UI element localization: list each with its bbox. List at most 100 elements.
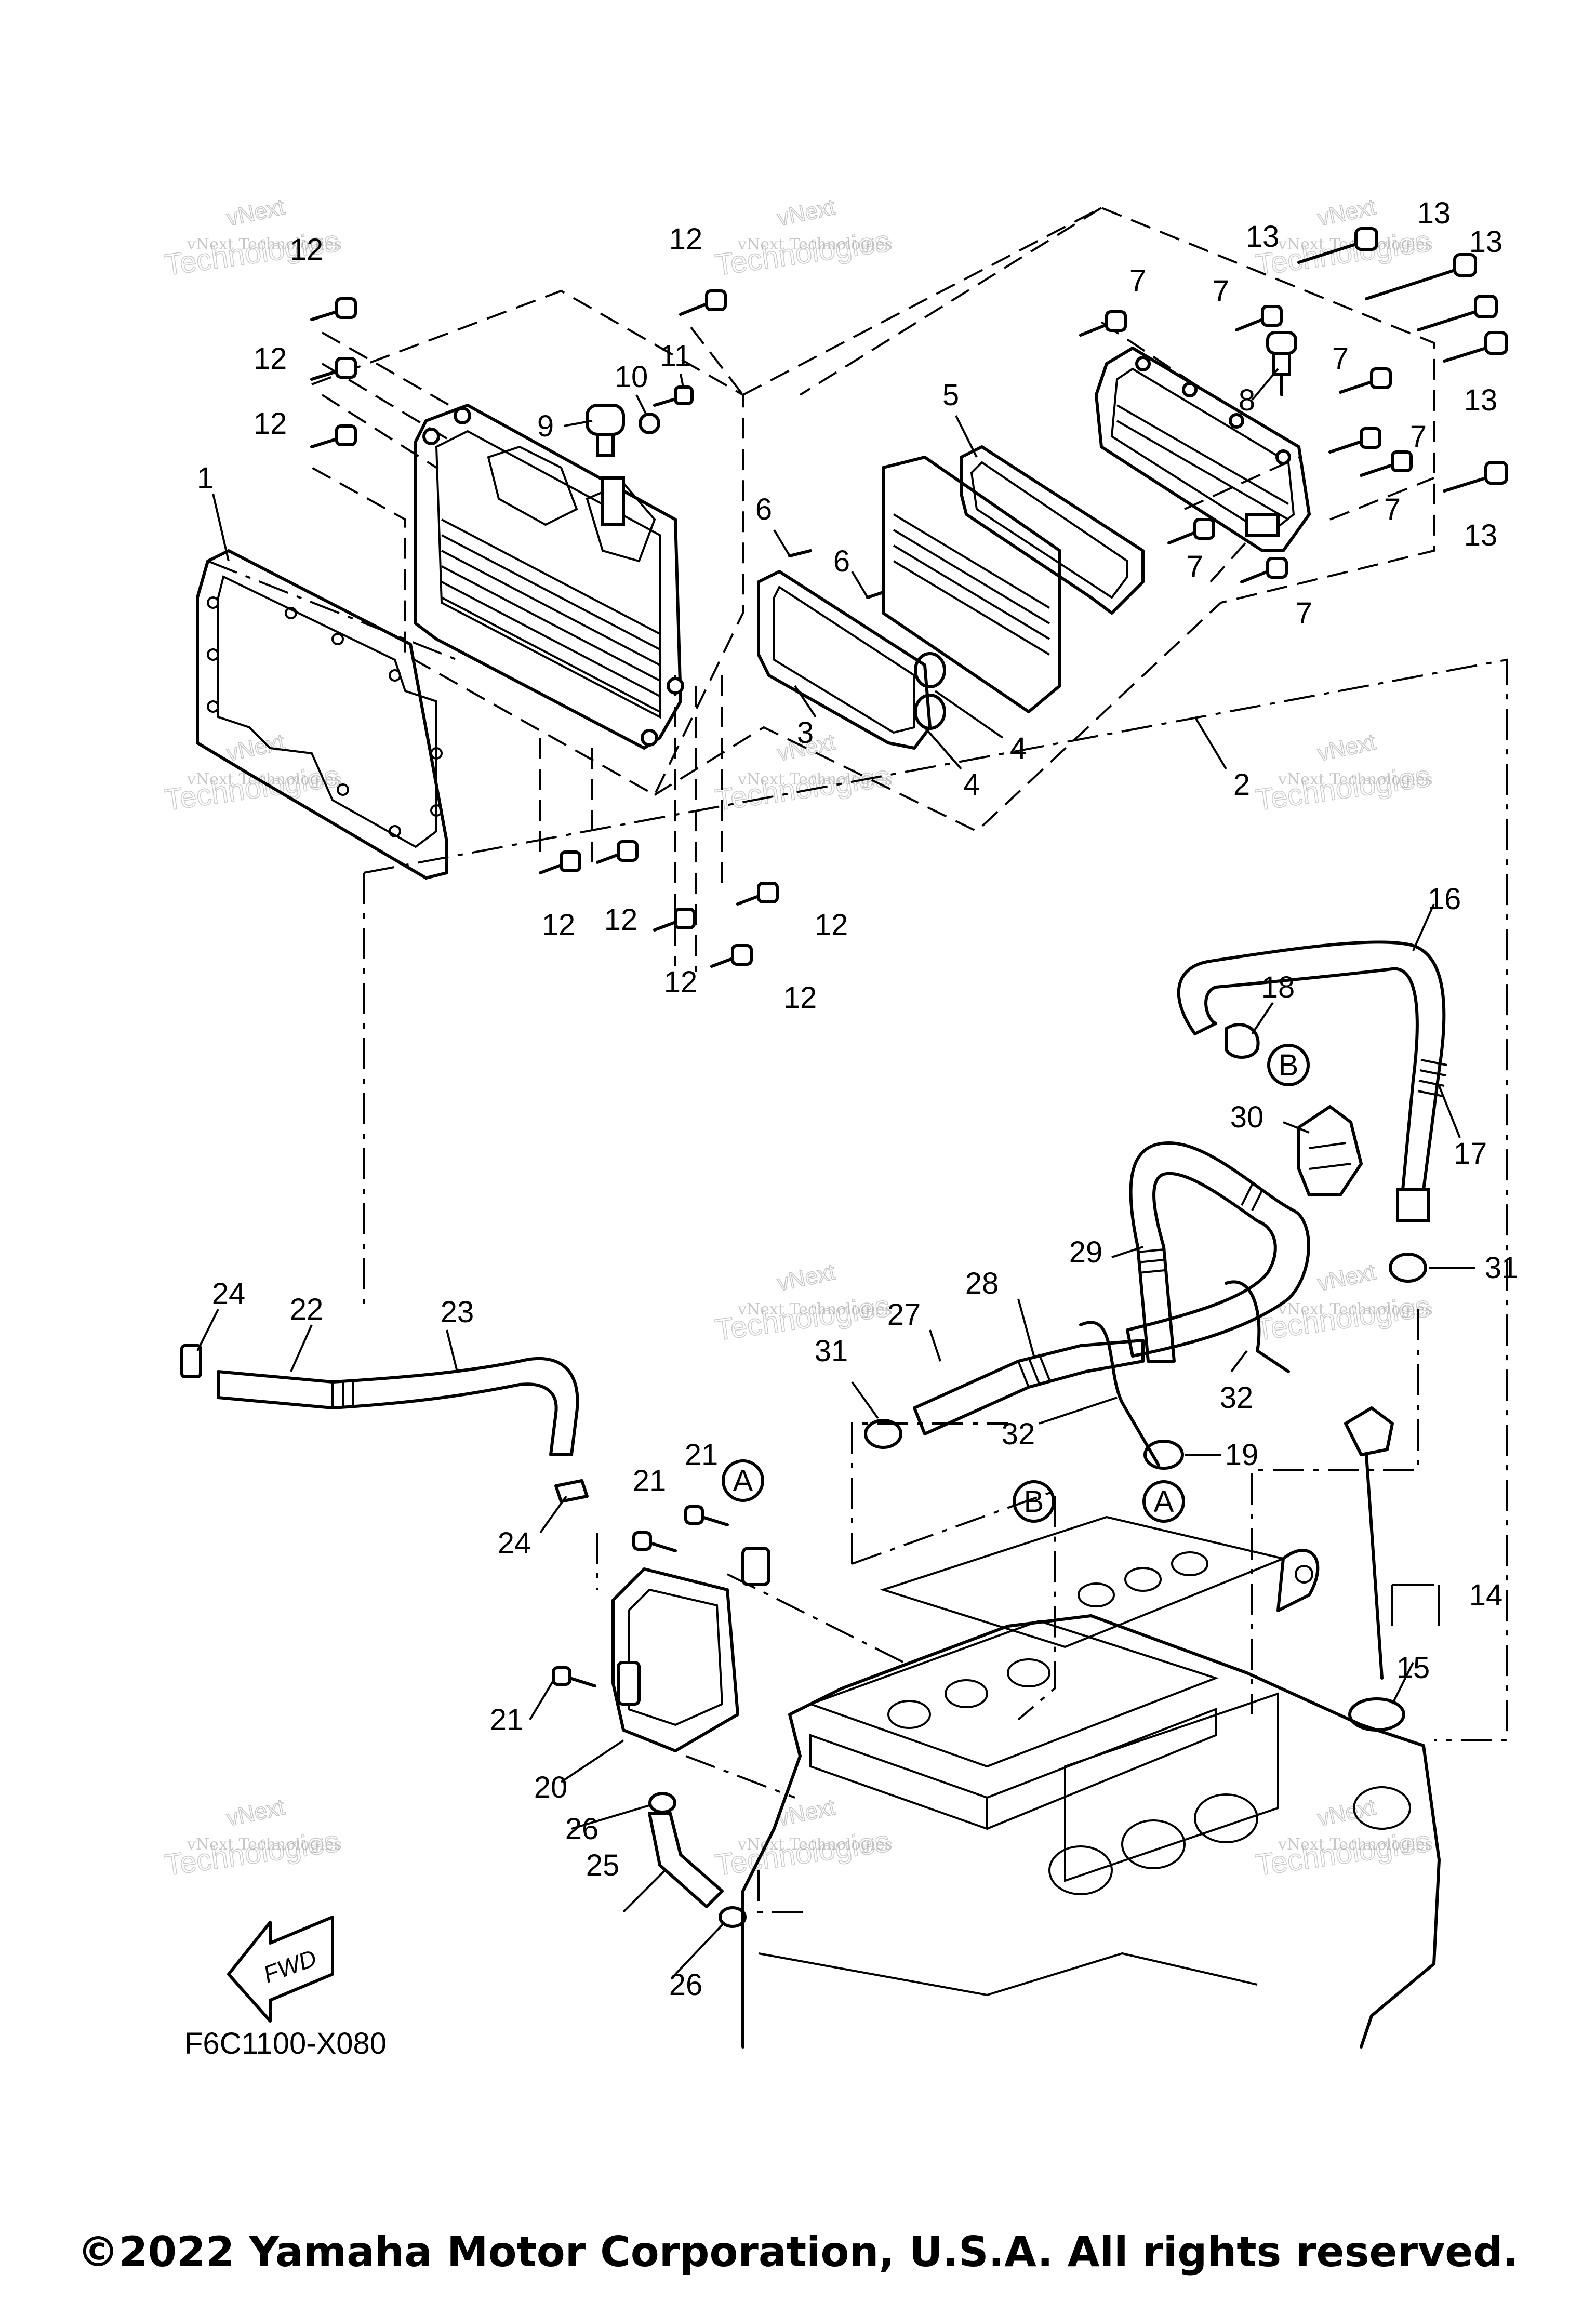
callout-7g: 7	[1296, 596, 1312, 630]
callout-16: 16	[1428, 882, 1461, 916]
callout-leaders	[196, 368, 1475, 1975]
callout-13b: 13	[1417, 196, 1451, 230]
watermark-outline: Technologies	[163, 1824, 341, 1882]
bolt-12-c	[310, 424, 357, 448]
callout-12c: 12	[254, 407, 287, 441]
callout-31a: 31	[1485, 1251, 1519, 1285]
callout-12h: 12	[815, 908, 848, 942]
cooler-fins-left	[441, 518, 660, 713]
bolt-13-e	[1443, 461, 1508, 493]
callout-24b: 24	[498, 1526, 531, 1560]
gasket-part-5	[960, 445, 1145, 615]
bolt-13-a	[1297, 227, 1378, 264]
bolt-7-f	[1167, 518, 1215, 544]
seal-part-3	[757, 570, 932, 750]
band-32	[1079, 1280, 1290, 1467]
callout-12e: 12	[542, 908, 576, 942]
oil-separator-20	[611, 1547, 770, 1752]
clamp-31	[864, 1253, 1427, 1449]
watermark-brand: vNext	[1315, 729, 1378, 766]
cooler-core	[882, 456, 1061, 713]
cooler-cover-left	[414, 404, 684, 750]
tag-label: A	[1154, 1485, 1174, 1519]
watermark-outline: Technologies	[713, 1289, 892, 1347]
callout-26b: 26	[669, 1968, 703, 2002]
watermark-brand: vNext	[1315, 194, 1378, 231]
bolt-12-d	[679, 289, 727, 316]
cooler-cover-right	[1095, 347, 1311, 552]
callout-13c: 13	[1469, 225, 1503, 259]
clip-24	[180, 1344, 589, 1503]
bolt-11	[653, 385, 694, 407]
o-ring-part-15	[1348, 1697, 1405, 1732]
callout-14: 14	[1469, 1578, 1503, 1612]
clamp-30	[1297, 1105, 1363, 1196]
callout-28: 28	[965, 1267, 999, 1300]
seal-part-3-inner	[773, 586, 915, 734]
bolt-12-b	[310, 357, 357, 381]
o-ring-part-4a	[914, 652, 946, 688]
circle-tag-A-top: A	[722, 1459, 764, 1502]
bolt-7-a	[1079, 310, 1127, 337]
watermark-outline: Technologies	[1254, 224, 1432, 282]
bolt-13-b	[1365, 253, 1477, 300]
bolt-7-c	[1339, 367, 1392, 394]
bolt-7-g	[1240, 557, 1288, 583]
watermark-outline: Technologies	[1254, 1289, 1432, 1347]
callout-7e: 7	[1384, 493, 1401, 526]
hose-25	[648, 1812, 724, 1908]
bolt-13-d	[1443, 331, 1508, 363]
callout-27: 27	[887, 1298, 921, 1332]
hose-29	[1126, 1141, 1310, 1363]
bolt-7-b	[1235, 305, 1283, 331]
watermark-outline: Technologies	[713, 224, 892, 282]
clamp-26	[648, 1792, 747, 1928]
bolt-21-b	[632, 1531, 677, 1552]
tag-label: B	[1279, 1048, 1299, 1082]
watermark-brand: vNext	[775, 194, 837, 231]
watermark-line: vNext Technologies	[1278, 770, 1433, 789]
watermark-outline: Technologies	[1254, 1824, 1432, 1882]
watermark-line: vNext Technologies	[187, 235, 342, 254]
callout-9: 9	[537, 409, 554, 443]
callout-7d: 7	[1410, 420, 1427, 454]
watermark-outline: Technologies	[713, 759, 892, 817]
bolt-21-a	[684, 1505, 729, 1526]
callout-32b: 32	[1220, 1381, 1254, 1415]
o-ring-part-4b	[914, 694, 946, 730]
callout-2: 2	[1233, 768, 1250, 802]
gasket-part-1	[196, 549, 448, 880]
callout-7f: 7	[1187, 550, 1203, 583]
pin-part-6a	[788, 549, 812, 557]
callout-4a: 4	[1010, 732, 1027, 765]
watermark-brand: vNext	[224, 194, 287, 231]
circle-tag-B-top: B	[1267, 1044, 1310, 1086]
bolt-12-g	[653, 908, 696, 932]
washer-10	[639, 413, 660, 434]
callout-13e: 13	[1464, 518, 1498, 552]
callout-29: 29	[1069, 1235, 1103, 1269]
callout-30: 30	[1230, 1100, 1264, 1134]
watermark-line: vNext Technologies	[187, 1836, 342, 1854]
bolts	[310, 227, 1508, 1687]
circle-tag-A-bottom: A	[1142, 1480, 1185, 1523]
reference-code: F6C1100-X080	[184, 2027, 387, 2060]
callout-32a: 32	[1002, 1417, 1035, 1451]
callout-21c: 21	[490, 1703, 524, 1737]
callout-1: 1	[197, 461, 214, 495]
watermark-outline: Technologies	[713, 1824, 892, 1882]
fitting-9	[586, 404, 625, 457]
callout-21b: 21	[633, 1464, 667, 1498]
callout-7a: 7	[1129, 264, 1146, 298]
callout-6a: 6	[755, 493, 772, 526]
clamp-19	[1143, 1440, 1184, 1470]
callout-7c: 7	[1332, 342, 1349, 376]
assembly-outlines	[207, 206, 1508, 1913]
hose-27-28	[913, 1339, 1145, 1435]
bolt-21-c	[552, 1666, 596, 1687]
callout-13a: 13	[1246, 220, 1280, 254]
